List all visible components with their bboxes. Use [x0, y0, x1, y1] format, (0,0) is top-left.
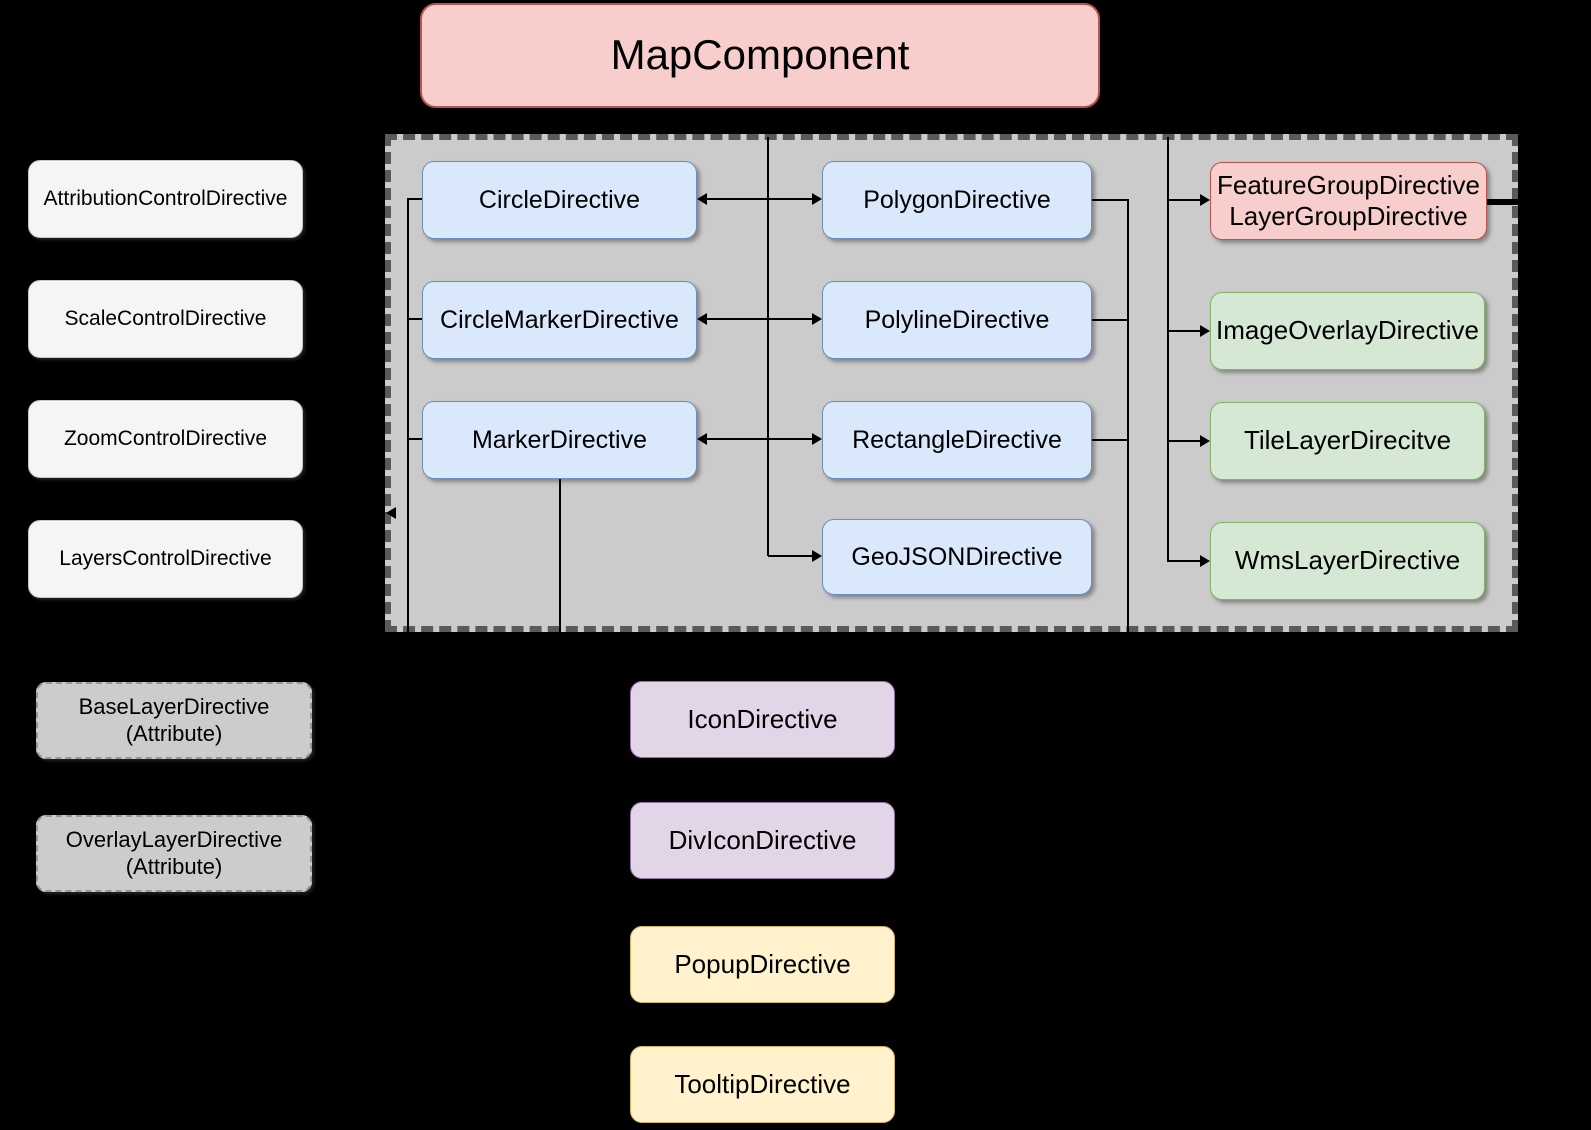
node-label: CircleDirective	[478, 186, 641, 214]
arrowhead-geojson	[812, 550, 822, 562]
node-label: TooltipDirective	[674, 1068, 851, 1099]
arrowhead-tilelayer	[1200, 435, 1210, 447]
node-popup-directive: PopupDirective	[630, 926, 895, 1003]
connector-circlemarker-polyline	[707, 318, 812, 320]
connector-stub-polygon-right	[1092, 199, 1129, 201]
node-label: MarkerDirective	[471, 426, 648, 454]
arrowhead-left-border	[386, 507, 396, 519]
connector-tilelayer	[1168, 440, 1200, 442]
connector-mid-collector	[1127, 199, 1129, 632]
arrowhead-featuregroup	[1200, 194, 1210, 206]
connector-feeder-mid	[767, 137, 769, 556]
node-wmslayer-directive: WmsLayerDirective	[1210, 522, 1485, 600]
connector-stub-rectangle-right	[1092, 439, 1129, 441]
node-label: ImageOverlayDirective	[1216, 315, 1479, 346]
control-node-attribution: AttributionControlDirective	[28, 160, 303, 238]
connector-stub-marker	[407, 438, 422, 440]
arrowhead-circlemarker	[697, 313, 707, 325]
control-node-scale: ScaleControlDirective	[28, 280, 303, 358]
connector-featuregroup-exit	[1487, 199, 1518, 205]
connector-stub-circle	[407, 198, 422, 200]
node-polyline-directive: PolylineDirective	[822, 281, 1092, 359]
node-label-line2: (Attribute)	[125, 720, 223, 746]
node-marker-directive: MarkerDirective	[422, 401, 697, 479]
connector-wmslayer	[1168, 560, 1200, 562]
node-label: TileLayerDirecitve	[1243, 425, 1452, 456]
connector-feeder-right	[1167, 137, 1169, 562]
node-label: WmsLayerDirective	[1234, 545, 1461, 576]
connector-geojson	[768, 555, 812, 557]
node-circlemarker-directive: CircleMarkerDirective	[422, 281, 697, 359]
node-label-line1: BaseLayerDirective	[78, 694, 270, 720]
connector-imageoverlay	[1168, 330, 1200, 332]
node-label-line1: OverlayLayerDirective	[65, 827, 283, 853]
arrowhead-polyline	[812, 313, 822, 325]
node-label-line1: FeatureGroupDirective	[1217, 169, 1480, 200]
node-tooltip-directive: TooltipDirective	[630, 1046, 895, 1123]
arrowhead-rectangle	[812, 433, 822, 445]
connector-marker-rectangle	[707, 438, 812, 440]
arrowhead-polygon	[812, 193, 822, 205]
node-overlaylayer-attribute: OverlayLayerDirective (Attribute)	[36, 815, 312, 892]
control-label: LayersControlDirective	[59, 547, 272, 571]
node-label: CircleMarkerDirective	[440, 306, 679, 334]
node-imageoverlay-directive: ImageOverlayDirective	[1210, 292, 1485, 370]
arrowhead-marker	[697, 433, 707, 445]
node-tilelayer-directive: TileLayerDirecitve	[1210, 402, 1485, 480]
node-baselayer-attribute: BaseLayerDirective (Attribute)	[36, 682, 312, 759]
connector-left-collector	[407, 198, 409, 632]
node-featuregroup-directive: FeatureGroupDirective LayerGroupDirectiv…	[1210, 162, 1487, 240]
node-label: RectangleDirective	[852, 426, 1062, 454]
node-label: PopupDirective	[674, 948, 851, 979]
control-label: ZoomControlDirective	[63, 427, 268, 451]
arrowhead-wmslayer	[1200, 555, 1210, 567]
arrowhead-circle	[697, 193, 707, 205]
node-polygon-directive: PolygonDirective	[822, 161, 1092, 239]
connector-circle-polygon	[707, 198, 812, 200]
node-label: PolygonDirective	[863, 186, 1051, 214]
map-component-node: MapComponent	[420, 3, 1100, 108]
connector-featuregroup	[1168, 199, 1200, 201]
control-label: AttributionControlDirective	[43, 187, 288, 211]
control-label: ScaleControlDirective	[64, 307, 267, 331]
node-label-line2: (Attribute)	[125, 853, 223, 879]
node-label: PolylineDirective	[864, 306, 1050, 334]
map-component-label: MapComponent	[610, 31, 910, 79]
node-label: GeoJSONDirective	[851, 543, 1063, 571]
node-rectangle-directive: RectangleDirective	[822, 401, 1092, 479]
node-divicon-directive: DivIconDirective	[630, 802, 895, 879]
control-node-layers: LayersControlDirective	[28, 520, 303, 598]
node-label: DivIconDirective	[668, 824, 857, 855]
node-label: IconDirective	[687, 703, 838, 734]
node-icon-directive: IconDirective	[630, 681, 895, 758]
node-geojson-directive: GeoJSONDirective	[822, 519, 1092, 595]
connector-stub-circlemarker	[407, 318, 422, 320]
arrowhead-imageoverlay	[1200, 325, 1210, 337]
node-circle-directive: CircleDirective	[422, 161, 697, 239]
connector-stub-polyline-right	[1092, 319, 1129, 321]
control-node-zoom: ZoomControlDirective	[28, 400, 303, 478]
connector-marker-bottom	[559, 478, 561, 632]
node-label-line2: LayerGroupDirective	[1229, 201, 1468, 231]
